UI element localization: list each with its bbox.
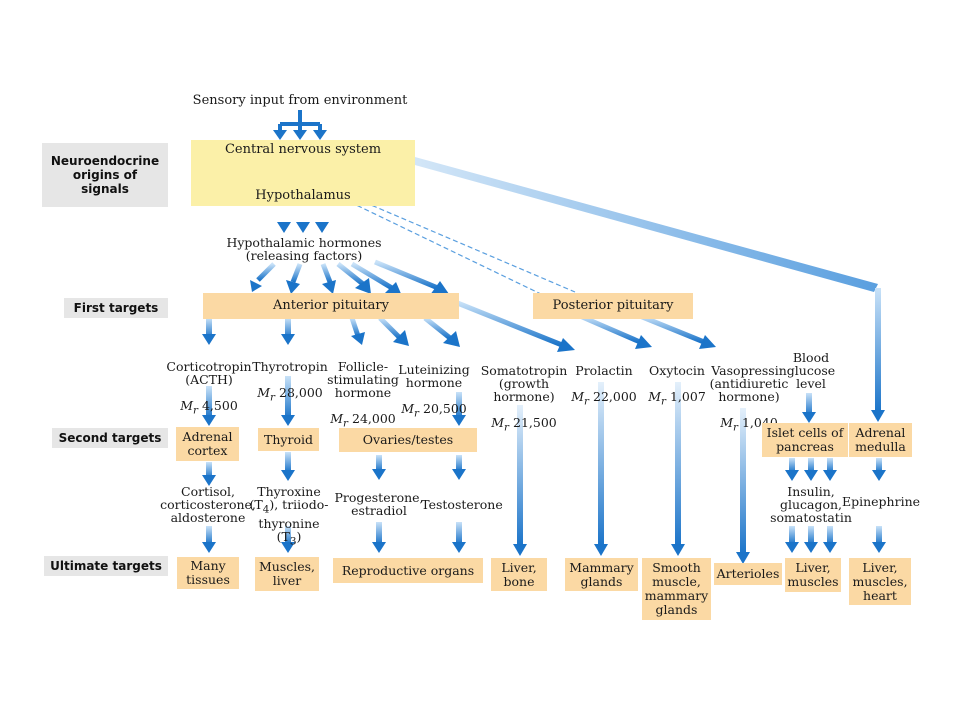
sensory-input-label: Sensory input from environment bbox=[192, 93, 408, 108]
hormone-thyrotropin: Thyrotropin Mr 28,000 bbox=[248, 347, 332, 405]
islet-cells-box: Islet cells of pancreas bbox=[762, 423, 848, 457]
posterior-pituitary-output-arrows bbox=[579, 313, 716, 349]
hormone-prolactin: Prolactin Mr 22,000 bbox=[568, 351, 640, 409]
hormone-somatotropin-mass: Mr 21,500 bbox=[491, 415, 557, 434]
hormone-prolactin-name: Prolactin bbox=[575, 363, 633, 378]
thyroxine-label: Thyroxine(T4), triiodo-thyronine (T3) bbox=[249, 484, 329, 547]
long-direct-arrows bbox=[513, 382, 750, 564]
mammary-glands-box: Mammary glands bbox=[565, 558, 638, 591]
hormone-somatotropin-name: Somatotropin (growth hormone) bbox=[480, 363, 568, 404]
hormone-acth-mass: Mr 4,500 bbox=[180, 398, 238, 417]
epinephrine-label: Epinephrine bbox=[841, 494, 921, 509]
testosterone-label: Testosterone bbox=[421, 497, 503, 512]
anterior-pituitary-box: Anterior pituitary bbox=[203, 293, 459, 319]
hormone-lh-mass: Mr 20,500 bbox=[401, 401, 467, 420]
cns-box bbox=[191, 140, 415, 206]
blood-glucose-label: Blood glucose level bbox=[786, 350, 836, 391]
hypothalamic-hormones-label: Hypothalamic hormones (releasing factors… bbox=[226, 235, 382, 263]
thyroid-box: Thyroid bbox=[258, 428, 319, 451]
hormone-oxytocin-name: Oxytocin bbox=[649, 363, 705, 378]
hypothalamus-label: Hypothalamus bbox=[255, 188, 351, 203]
liver-muscles-box: Liver, muscles bbox=[785, 558, 841, 592]
reproductive-organs-box: Reproductive organs bbox=[333, 558, 483, 583]
hormone-vasopressin-name: Vasopressin (antidiuretic hormone) bbox=[709, 363, 789, 404]
liver-muscles-heart-box: Liver, muscles, heart bbox=[849, 558, 911, 605]
muscles-liver-box: Muscles, liver bbox=[255, 557, 319, 591]
hormone-acth: Corticotropin (ACTH) Mr 4,500 bbox=[164, 347, 254, 418]
hormone-oxytocin-mass: Mr 1,007 bbox=[648, 389, 706, 408]
level-label-origins: Neuroendocrine origins of signals bbox=[42, 143, 168, 207]
input-arrows bbox=[273, 110, 327, 140]
posterior-pituitary-box: Posterior pituitary bbox=[533, 293, 693, 319]
hormone-lh-name: Luteinizing hormone bbox=[398, 362, 470, 390]
hypothalamus-to-hormones-arrows bbox=[277, 206, 329, 233]
level-label-first: First targets bbox=[64, 298, 168, 318]
cortisol-label: Cortisol, corticosterone, aldosterone bbox=[160, 484, 256, 525]
hypothalamus-posterior-dashed-lines bbox=[349, 195, 576, 297]
adrenal-cortex-box: Adrenal cortex bbox=[176, 427, 239, 461]
hormone-lh: Luteinizing hormone Mr 20,500 bbox=[394, 350, 474, 421]
many-tissues-box: Many tissues bbox=[177, 557, 239, 589]
to-ultimate-target-arrows bbox=[202, 522, 886, 553]
arterioles-box: Arterioles bbox=[714, 563, 782, 585]
liver-bone-box: Liver, bone bbox=[491, 558, 547, 591]
progesterone-label: Progesterone, estradiol bbox=[334, 490, 424, 518]
cns-label: Central nervous system bbox=[224, 142, 382, 157]
second-target-output-arrows bbox=[202, 452, 886, 486]
cns-to-adrenal-medulla-pathway bbox=[404, 154, 885, 422]
hormone-acth-name: Corticotropin (ACTH) bbox=[166, 359, 252, 387]
anterior-pituitary-output-arrows bbox=[202, 299, 575, 352]
level-label-ultimate: Ultimate targets bbox=[44, 556, 168, 576]
hormone-prolactin-mass: Mr 22,000 bbox=[571, 389, 637, 408]
hormone-oxytocin: Oxytocin Mr 1,007 bbox=[644, 351, 710, 409]
adrenal-medulla-box: Adrenal medulla bbox=[849, 423, 912, 457]
hormone-to-second-target-arrows bbox=[202, 376, 816, 426]
hormone-vasopressin: Vasopressin (antidiuretic hormone) Mr 1,… bbox=[708, 351, 790, 435]
releasing-factor-arrows bbox=[250, 259, 449, 296]
hormone-thyrotropin-mass: Mr 28,000 bbox=[257, 385, 323, 404]
insulin-label: Insulin, glucagon, somatostatin bbox=[770, 484, 852, 525]
hormone-somatotropin: Somatotropin (growth hormone) Mr 21,500 bbox=[472, 351, 576, 435]
hormone-thyrotropin-name: Thyrotropin bbox=[252, 359, 328, 374]
hormone-fsh-mass: Mr 24,000 bbox=[330, 411, 396, 430]
hormone-fsh: Follicle- stimulating hormone Mr 24,000 bbox=[326, 347, 400, 431]
ovaries-testes-box: Ovaries/testes bbox=[339, 428, 477, 452]
smooth-muscle-box: Smooth muscle, mammary glands bbox=[642, 558, 711, 620]
hormone-fsh-name: Follicle- stimulating hormone bbox=[327, 359, 399, 400]
level-label-second: Second targets bbox=[52, 428, 168, 448]
